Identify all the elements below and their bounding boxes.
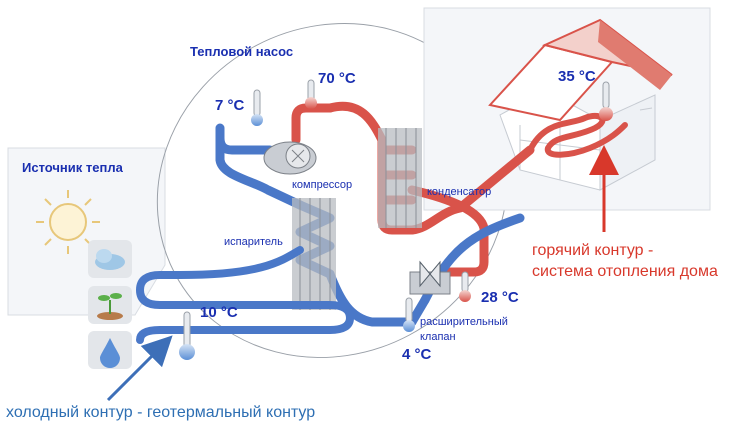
cold-circuit-caption: холодный контур - геотермальный контур [6,404,316,421]
heat-source-title: Источник тепла [22,160,123,175]
water-drop-icon [88,331,132,369]
expansion-valve-label-2: клапан [420,331,456,343]
condenser-label: конденсатор [427,186,492,198]
temp-before-compressor: 7 °C [215,97,245,114]
thermometer-icon [459,271,471,302]
thermometer-icon [403,297,415,332]
heat-pump-title: Тепловой насос [190,44,294,59]
temp-after-valve: 4 °C [402,346,432,363]
expansion-valve-label-1: расширительный [420,316,508,328]
thermometer-icon [305,79,317,109]
evaporator-label: испаритель [224,236,283,248]
hot-circuit-caption-1: горячий контур - [532,242,654,259]
compressor-icon [263,141,317,175]
expansion-valve-icon [409,260,451,295]
compressor-label: компрессор [292,179,353,191]
house-icon [488,18,673,191]
thermometer-icon [251,89,263,126]
ground-loop-pipe [136,246,354,344]
temp-ground-loop: 10 °C [200,304,238,321]
thermometer-icon [599,81,613,121]
thermometer-icon [179,311,195,360]
hot-circuit-caption-2: система отопления дома [532,263,718,280]
plant-icon [88,286,132,324]
temp-house: 35 °C [558,68,596,85]
sun-icon [36,190,100,254]
cloud-icon [88,240,132,278]
temp-after-compressor: 70 °C [318,70,356,87]
temp-after-condenser: 28 °C [481,289,519,306]
condenser-block [378,128,422,228]
cold-caption-arrow [106,335,173,402]
